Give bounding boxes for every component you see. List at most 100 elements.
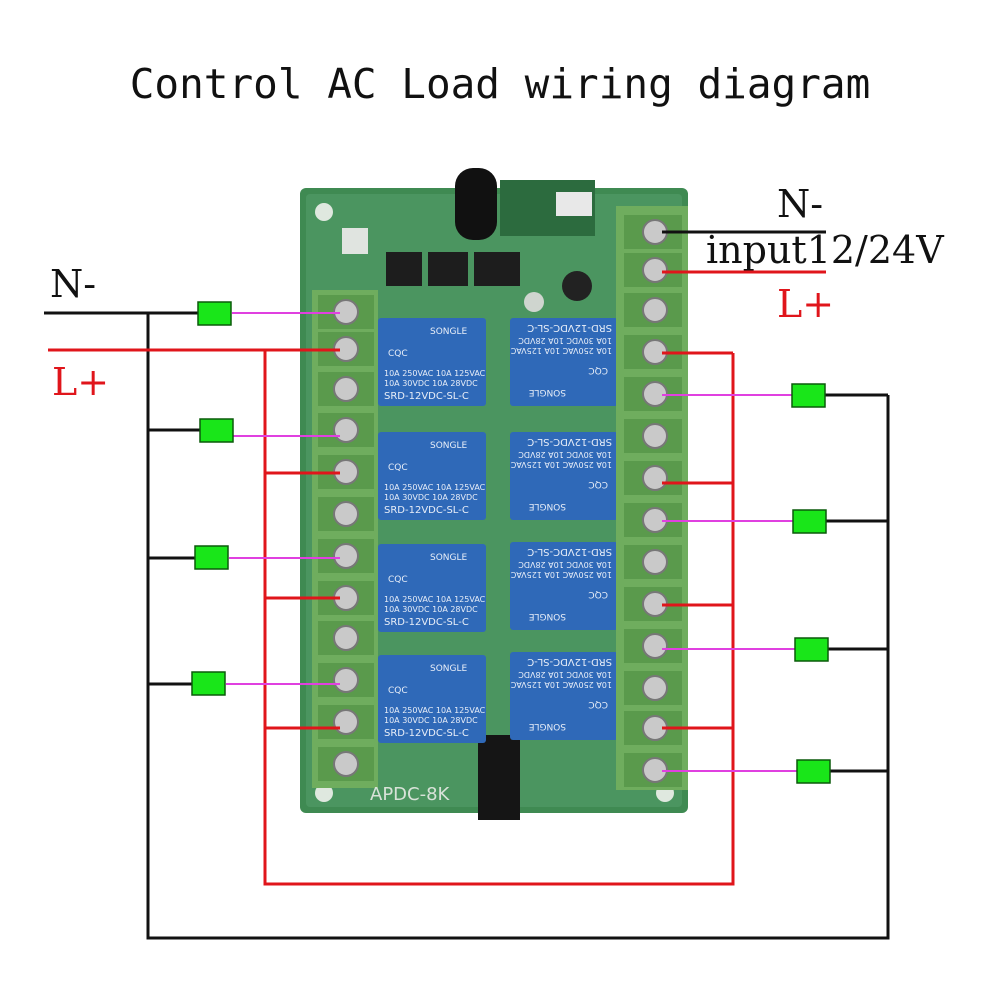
board-model-label: APDC-8K (370, 784, 451, 805)
terminal-screw-icon (333, 543, 359, 569)
ic-chip (386, 252, 422, 286)
load-box (796, 759, 831, 784)
relay-body (378, 432, 486, 520)
terminal-screw-icon (333, 709, 359, 735)
load-box (794, 637, 829, 662)
relay-body (510, 652, 618, 740)
wires (44, 230, 890, 940)
left-neutral-label: N- (50, 262, 97, 306)
terminal-screw-icon (642, 633, 668, 659)
ic-chip (474, 252, 520, 286)
relay-brand-label: SONGLE (528, 501, 566, 511)
relay-model-label: SRD-12VDC-SL-C (527, 546, 612, 557)
relay-body (510, 432, 618, 520)
terminal-screw-icon (642, 675, 668, 701)
load-box (191, 671, 226, 696)
relay-rating-label: 10A 250VAC 10A 125VAC (510, 570, 612, 579)
terminal-screw-icon (333, 501, 359, 527)
relay-cert-label: CQC (588, 699, 608, 709)
relay-model-label: SRD-12VDC-SL-C (527, 322, 612, 333)
antenna-icon (455, 168, 497, 240)
relay-body (378, 318, 486, 406)
right-input-label: input12/24V (706, 228, 944, 272)
relay-model-label: SRD-12VDC-SL-C (527, 436, 612, 447)
neutral-bus-wire (146, 313, 890, 940)
load-box (791, 383, 826, 408)
relay-model-label: SRD-12VDC-SL-C (527, 656, 612, 667)
load-boxes (191, 301, 831, 784)
relay-brand-label: SONGLE (528, 611, 566, 621)
terminal-screw-icon (642, 297, 668, 323)
relay-cert-label: CQC (588, 479, 608, 489)
relay-cert-label: CQC (388, 463, 408, 473)
relay-cert-label: CQC (388, 575, 408, 585)
right-live-label: L+ (777, 282, 835, 326)
relay-rating-label: 10A 30VDC 10A 28VDC (384, 379, 478, 388)
relay-model-label: SRD-12VDC-SL-C (384, 728, 469, 739)
relay-brand-label: SONGLE (430, 327, 468, 337)
relay-brand-label: SONGLE (430, 664, 468, 674)
relay-cert-label: CQC (388, 349, 408, 359)
terminal-screw-icon (333, 625, 359, 651)
dc-jack (478, 735, 520, 820)
relay-rating-label: 10A 30VDC 10A 28VDC (518, 560, 612, 569)
ic-chip (428, 252, 468, 286)
terminal-screw-icon (333, 417, 359, 443)
terminal-screw-icon (333, 667, 359, 693)
relay-rating-label: 10A 30VDC 10A 28VDC (384, 493, 478, 502)
crystal (556, 192, 592, 216)
live-bus-wire (263, 350, 735, 886)
terminal-screw-icon (333, 751, 359, 777)
relay-cert-label: CQC (588, 589, 608, 599)
load-box (199, 418, 234, 443)
relay-rating-label: 10A 250VAC 10A 125VAC (384, 706, 486, 715)
terminal-screw-icon (642, 423, 668, 449)
relay-body (510, 542, 618, 630)
relay-rating-label: 10A 30VDC 10A 28VDC (384, 716, 478, 725)
relay-brand-label: SONGLE (430, 553, 468, 563)
learn-button (342, 228, 368, 254)
terminal-screw-icon (333, 376, 359, 402)
load-box (194, 545, 229, 570)
relay-model-label: SRD-12VDC-SL-C (384, 505, 469, 516)
relay-rating-label: 10A 30VDC 10A 28VDC (518, 670, 612, 679)
terminal-screw-icon (642, 549, 668, 575)
diagram-title: Control AC Load wiring diagram (129, 60, 871, 108)
relay-rating-label: 10A 30VDC 10A 28VDC (518, 450, 612, 459)
load-box (792, 509, 827, 534)
relay-cert-label: CQC (588, 365, 608, 375)
relay-rating-label: 10A 250VAC 10A 125VAC (510, 346, 612, 355)
relay-brand-label: SONGLE (430, 441, 468, 451)
relay-rating-label: 10A 30VDC 10A 28VDC (518, 336, 612, 345)
relay-body (378, 544, 486, 632)
left-live-label: L+ (52, 360, 110, 404)
load-box (197, 301, 232, 326)
capacitor (524, 292, 544, 312)
relay-model-label: SRD-12VDC-SL-C (384, 617, 469, 628)
relay-rating-label: 10A 250VAC 10A 125VAC (510, 680, 612, 689)
relay-rating-label: 10A 250VAC 10A 125VAC (384, 369, 486, 378)
relay-rating-label: 10A 250VAC 10A 125VAC (510, 460, 612, 469)
relay-cert-label: CQC (388, 686, 408, 696)
relay-body (378, 655, 486, 743)
relay-body (510, 318, 618, 406)
right-neutral-label: N- (777, 182, 824, 226)
relay-brand-label: SONGLE (528, 721, 566, 731)
